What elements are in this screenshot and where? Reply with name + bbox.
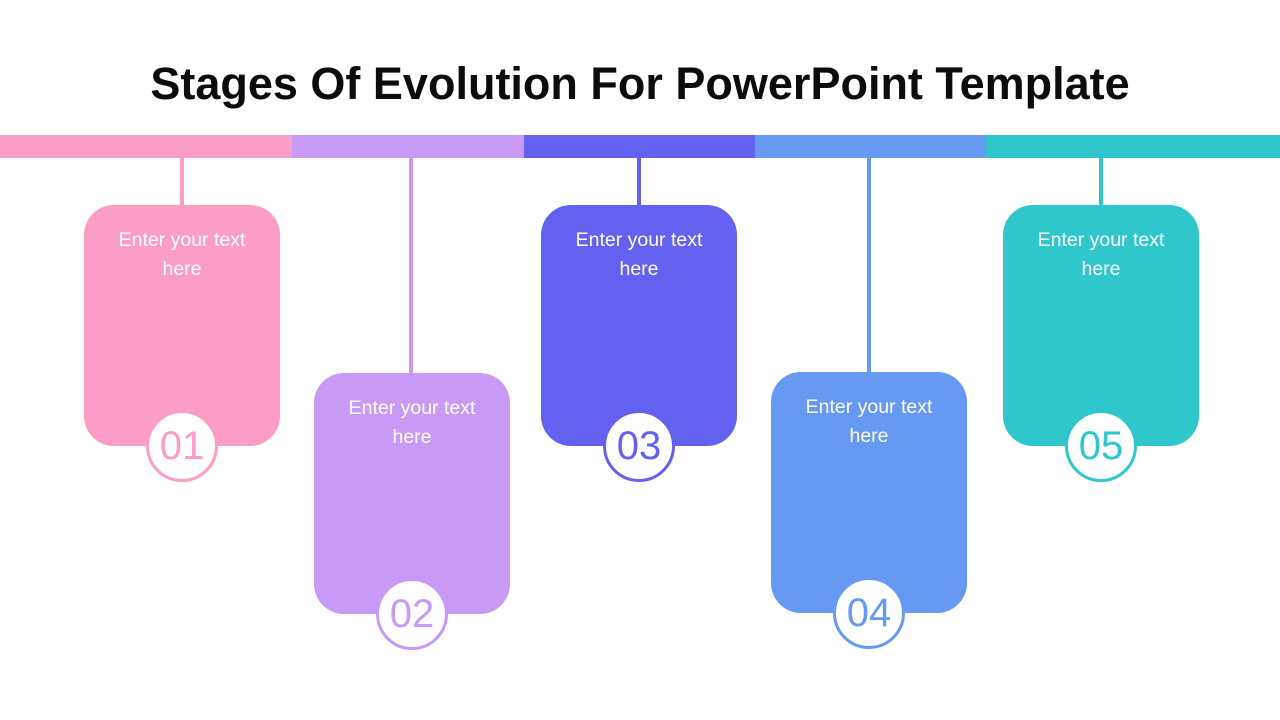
stage-card-3[interactable]: Enter your text here 03: [541, 205, 737, 482]
stage-card-placeholder-text[interactable]: Enter your text here: [575, 229, 703, 280]
connector-line-3: [637, 158, 641, 206]
stage-number: 01: [159, 424, 205, 468]
stage-number-badge: 01: [146, 410, 218, 482]
stage-number-badge: 04: [833, 577, 905, 649]
stage-number-badge: 03: [603, 410, 675, 482]
stage-card-5[interactable]: Enter your text here 05: [1003, 205, 1199, 482]
stage-card-placeholder-text[interactable]: Enter your text here: [805, 396, 933, 447]
connector-line-4: [867, 158, 871, 373]
stage-number: 02: [389, 592, 435, 636]
stage-number: 04: [846, 591, 892, 635]
stage-card-4[interactable]: Enter your text here 04: [771, 372, 967, 649]
stage-card-1[interactable]: Enter your text here 01: [84, 205, 280, 482]
bar-segment-3: [524, 135, 755, 158]
timeline-bar: [0, 135, 1280, 158]
connector-line-5: [1099, 158, 1103, 206]
stage-card-2[interactable]: Enter your text here 02: [314, 373, 510, 650]
stage-number: 05: [1078, 424, 1124, 468]
stage-card-placeholder-text[interactable]: Enter your text here: [118, 229, 246, 280]
stage-number-badge: 05: [1065, 410, 1137, 482]
bar-segment-2: [292, 135, 524, 158]
stage-number: 03: [616, 424, 662, 468]
bar-segment-5: [985, 135, 1280, 158]
connector-line-2: [409, 158, 413, 374]
stage-card-placeholder-text[interactable]: Enter your text here: [1037, 229, 1165, 280]
bar-segment-4: [755, 135, 985, 158]
connector-line-1: [180, 158, 184, 206]
bar-segment-1: [0, 135, 292, 158]
stage-number-badge: 02: [376, 578, 448, 650]
slide-title: Stages Of Evolution For PowerPoint Templ…: [150, 58, 1130, 109]
stage-card-placeholder-text[interactable]: Enter your text here: [348, 397, 476, 448]
